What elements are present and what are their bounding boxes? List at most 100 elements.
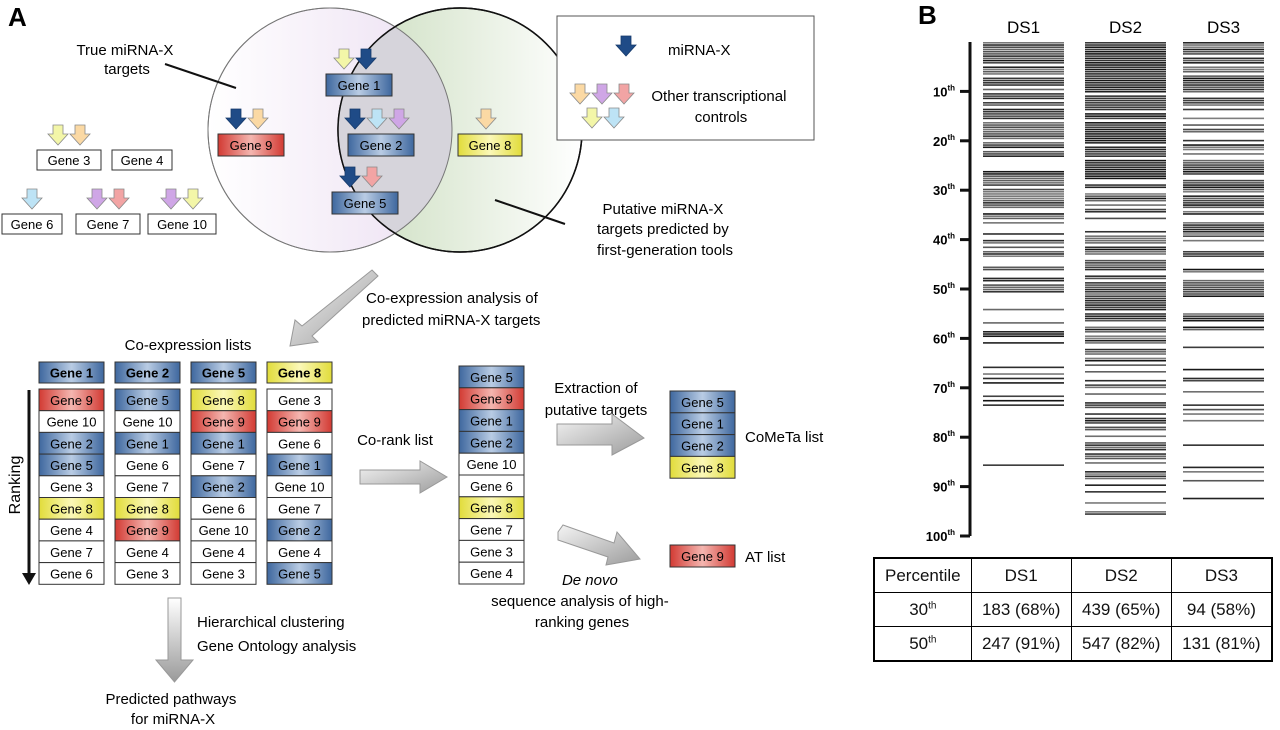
gene-box: Gene 9 [266,410,333,433]
y-tick-label: 30th [933,182,955,198]
barcode-line [983,217,1064,220]
barcode-line [1183,226,1264,229]
barcode-line [983,77,1064,80]
gene-box: Gene 10 [114,410,181,433]
barcode-line [1183,88,1264,91]
barcode-line [1085,115,1166,117]
barcode-line [983,239,1064,242]
barcode-line [1085,104,1166,106]
gene-label: Gene 6 [50,566,93,581]
barcode-line [983,253,1064,255]
regulator-arrow-icon [475,108,497,130]
barcode-line [983,188,1064,191]
barcode-line [1085,204,1166,206]
regulator-arrow-icon [603,107,625,129]
barcode-line [1085,126,1166,129]
legend-other-label: Other transcriptional controls [651,88,790,126]
gene-label: Gene 1 [681,417,724,432]
gene-label: Gene 3 [126,566,169,581]
mirna-arrow-icon [615,35,637,57]
gene-box: Gene 8 [458,496,525,520]
barcode-line [983,144,1064,146]
gene-label: Gene 4 [470,566,513,581]
barcode-line [1085,133,1166,135]
column-title: DS1 [1007,18,1040,37]
gene-box: Gene 8 [190,388,257,412]
barcode-line [1085,135,1166,137]
table-header-row: Percentile DS1 DS2 DS3 [873,557,1273,593]
barcode-line [1183,206,1264,209]
barcode-line [983,342,1064,344]
barcode-line [1183,315,1264,318]
column-title: DS3 [1207,18,1240,37]
clustering-label: Hierarchical clustering [197,614,345,631]
gene-label: Gene 1 [338,78,381,93]
gene-box: Gene 5 [669,390,736,414]
mirna-arrow-icon [339,166,361,188]
gene-box: Gene 6 [38,562,105,585]
barcode-line [1183,497,1264,500]
table-cell: 247 (91%) [970,626,1072,662]
gene-label: Gene 1 [50,366,93,381]
barcode-line [1085,186,1166,189]
barcode-line [983,42,1064,44]
barcode-line [983,117,1064,120]
barcode-line [1085,326,1166,329]
gene-label: Gene 6 [278,436,321,451]
table-header: DS2 [1070,557,1172,593]
barcode-line [1183,188,1264,191]
venn-diagram [207,7,583,253]
table-header: Percentile [873,557,972,593]
gene-label: Gene 4 [202,545,245,560]
corank-arrow [359,460,448,494]
barcode-line [1085,348,1166,351]
barcode-line [1183,255,1264,258]
regulator-arrow-icon [591,83,613,105]
true-targets-pointer [164,63,237,89]
gene-box: Gene 3 [114,562,181,585]
coexpr-lists-title: Co-expression lists [125,337,252,354]
barcode-line [1085,162,1166,164]
gene-box: Gene 6 [266,431,333,455]
barcode-line [1085,70,1166,73]
barcode-line [983,182,1064,184]
gene-label: Gene 5 [344,196,387,211]
gene-box: Gene 9 [458,387,525,411]
barcode-line [1085,82,1166,84]
barcode-line [1085,313,1166,315]
gene-label: Gene 2 [470,435,513,450]
barcode-line [983,286,1064,289]
barcode-line [983,44,1064,46]
gene-box: Gene 10 [38,410,105,433]
barcode-line [1183,102,1264,104]
barcode-line [1085,142,1166,144]
gene-box: Gene 9 [669,544,736,568]
barcode-line [1183,84,1264,86]
gene-box: Gene 5 [331,191,399,215]
barcode-line [1183,479,1264,482]
gene-box: Gene 10 [147,213,217,235]
barcode-line [1183,53,1264,55]
gene-box: Gene 8 [266,361,333,384]
barcode-line [1085,68,1166,71]
gene-box: Gene 3 [190,562,257,585]
barcode-line [1085,117,1166,120]
gene-box: Gene 5 [458,365,525,389]
barcode-line [983,213,1064,215]
gene-label: Gene 2 [681,439,724,454]
panel-b-label: B [918,0,937,30]
y-tick-label: 100th [926,528,955,544]
barcode-line [983,404,1064,406]
barcode-line [1085,337,1166,340]
barcode-line [1085,386,1166,389]
barcode-line [1085,275,1166,278]
gene-label: Gene 5 [126,393,169,408]
barcode-line [1085,217,1166,220]
barcode-line [1183,170,1264,173]
barcode-line [1085,422,1166,424]
barcode-line [1183,317,1264,320]
table-cell-percentile: 50th [873,626,972,662]
barcode-line [983,68,1064,71]
